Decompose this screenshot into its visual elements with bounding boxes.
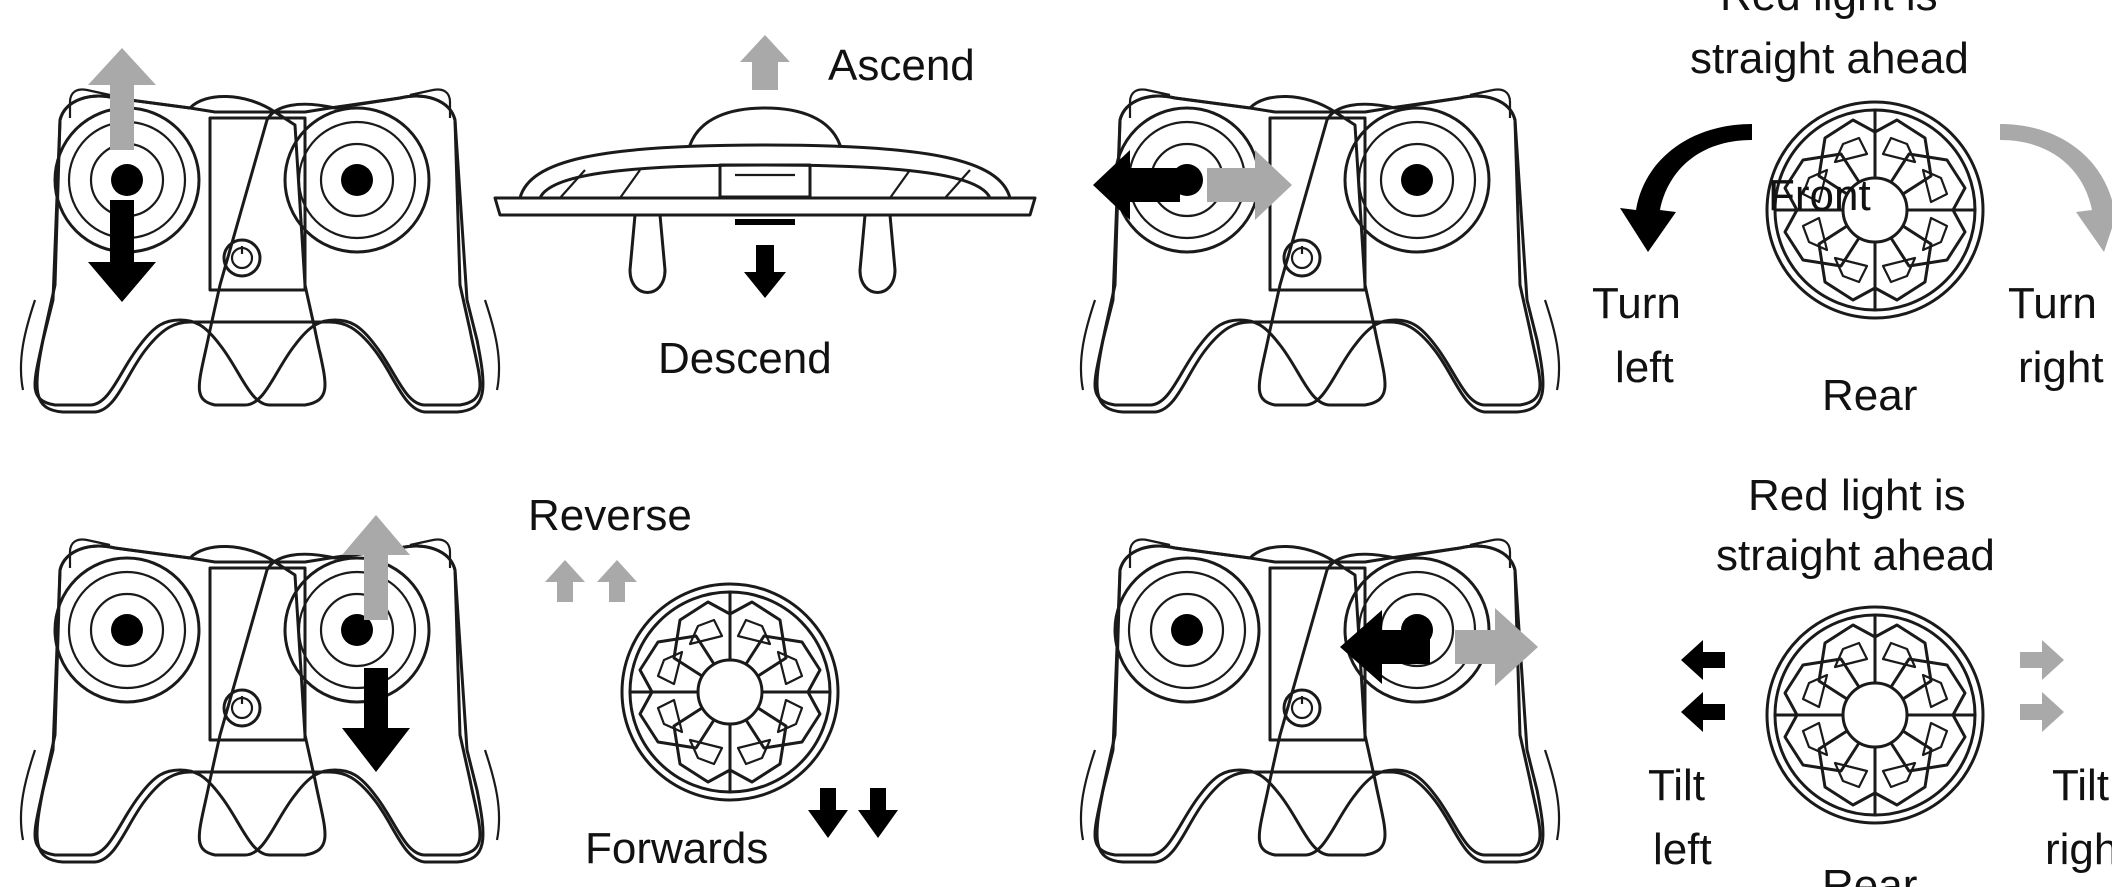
drone-top-icon xyxy=(622,584,838,800)
controller-icon xyxy=(1081,540,1559,863)
descend-arrow-icon xyxy=(744,245,786,298)
right-arrow-icon xyxy=(1207,150,1292,220)
up-arrow-icon xyxy=(88,48,156,150)
roll-panel: Red light is straight ahead Rear Tilt le… xyxy=(1081,471,2112,887)
turn-left-label-line2: left xyxy=(1615,343,1674,392)
tilt-right-arrows-icon xyxy=(2020,640,2064,732)
descend-label: Descend xyxy=(658,334,832,383)
tilt-left-label-line1: Tilt xyxy=(1648,761,1705,810)
turn-right-label-line2: right xyxy=(2018,343,2104,392)
tilt-left-arrows-icon xyxy=(1681,640,1725,732)
forwards-label: Forwards xyxy=(585,824,768,873)
drone-top-icon xyxy=(1767,607,1983,823)
rotation-panel: Red light is straight ahead Front Rear T… xyxy=(1081,0,2112,420)
reverse-arrows-icon xyxy=(545,560,637,602)
rotation-caption-line2: straight ahead xyxy=(1690,34,1969,83)
roll-caption-line2: straight ahead xyxy=(1716,531,1995,580)
ascend-arrow-icon xyxy=(740,35,790,90)
rotation-caption-line1: Red light is xyxy=(1720,0,1938,20)
controller-icon xyxy=(21,540,499,863)
turn-right-label-line1: Turn xyxy=(2008,279,2097,328)
reverse-label: Reverse xyxy=(528,491,692,540)
tilt-right-label-line2: right xyxy=(2045,825,2112,874)
controller-icon xyxy=(21,90,499,413)
down-arrow-icon xyxy=(342,668,410,772)
altitude-panel: Ascend Descend xyxy=(21,35,1035,412)
ascend-label: Ascend xyxy=(828,41,975,90)
tilt-right-label-line1: Tilt xyxy=(2052,761,2109,810)
rear-label: Rear xyxy=(1822,371,1917,420)
up-arrow-icon xyxy=(342,515,410,620)
controller-icon xyxy=(1081,90,1559,413)
front-label: Front xyxy=(1768,171,1871,220)
forwards-arrows-icon xyxy=(808,788,898,838)
right-arrow-icon xyxy=(1455,608,1538,686)
pitch-panel: Reverse Forwards xyxy=(21,491,898,873)
rear-label: Rear xyxy=(1822,861,1917,887)
tilt-left-label-line2: left xyxy=(1653,825,1712,874)
turn-left-label-line1: Turn xyxy=(1592,279,1681,328)
roll-caption-line1: Red light is xyxy=(1748,471,1966,520)
